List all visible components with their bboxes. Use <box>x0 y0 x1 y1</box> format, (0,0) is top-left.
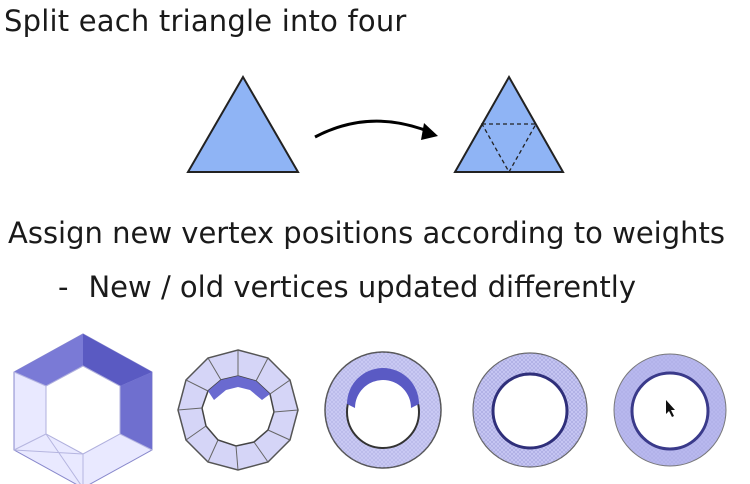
mouse-cursor-icon <box>666 400 675 417</box>
torus-medium <box>324 351 442 469</box>
subdivision-diagram <box>186 74 565 174</box>
original-triangle <box>186 75 300 173</box>
cube-mesh <box>13 333 153 484</box>
bullet-dash: - <box>58 270 69 304</box>
slide-heading: Split each triangle into four <box>4 4 407 38</box>
curved-arrow-icon <box>314 119 431 139</box>
subdivision-midpoint-lines <box>480 123 538 174</box>
torus-fine <box>472 352 588 468</box>
arrow-head <box>421 123 438 140</box>
torus-coarse <box>177 349 299 471</box>
subdivided-triangle <box>453 74 565 173</box>
bullet-main: Assign new vertex positions according to… <box>8 216 725 250</box>
mesh-sequence <box>13 333 727 484</box>
bullet-sub-row: -New / old vertices updated differently <box>58 270 636 304</box>
bullet-sub: New / old vertices updated differently <box>88 270 637 304</box>
